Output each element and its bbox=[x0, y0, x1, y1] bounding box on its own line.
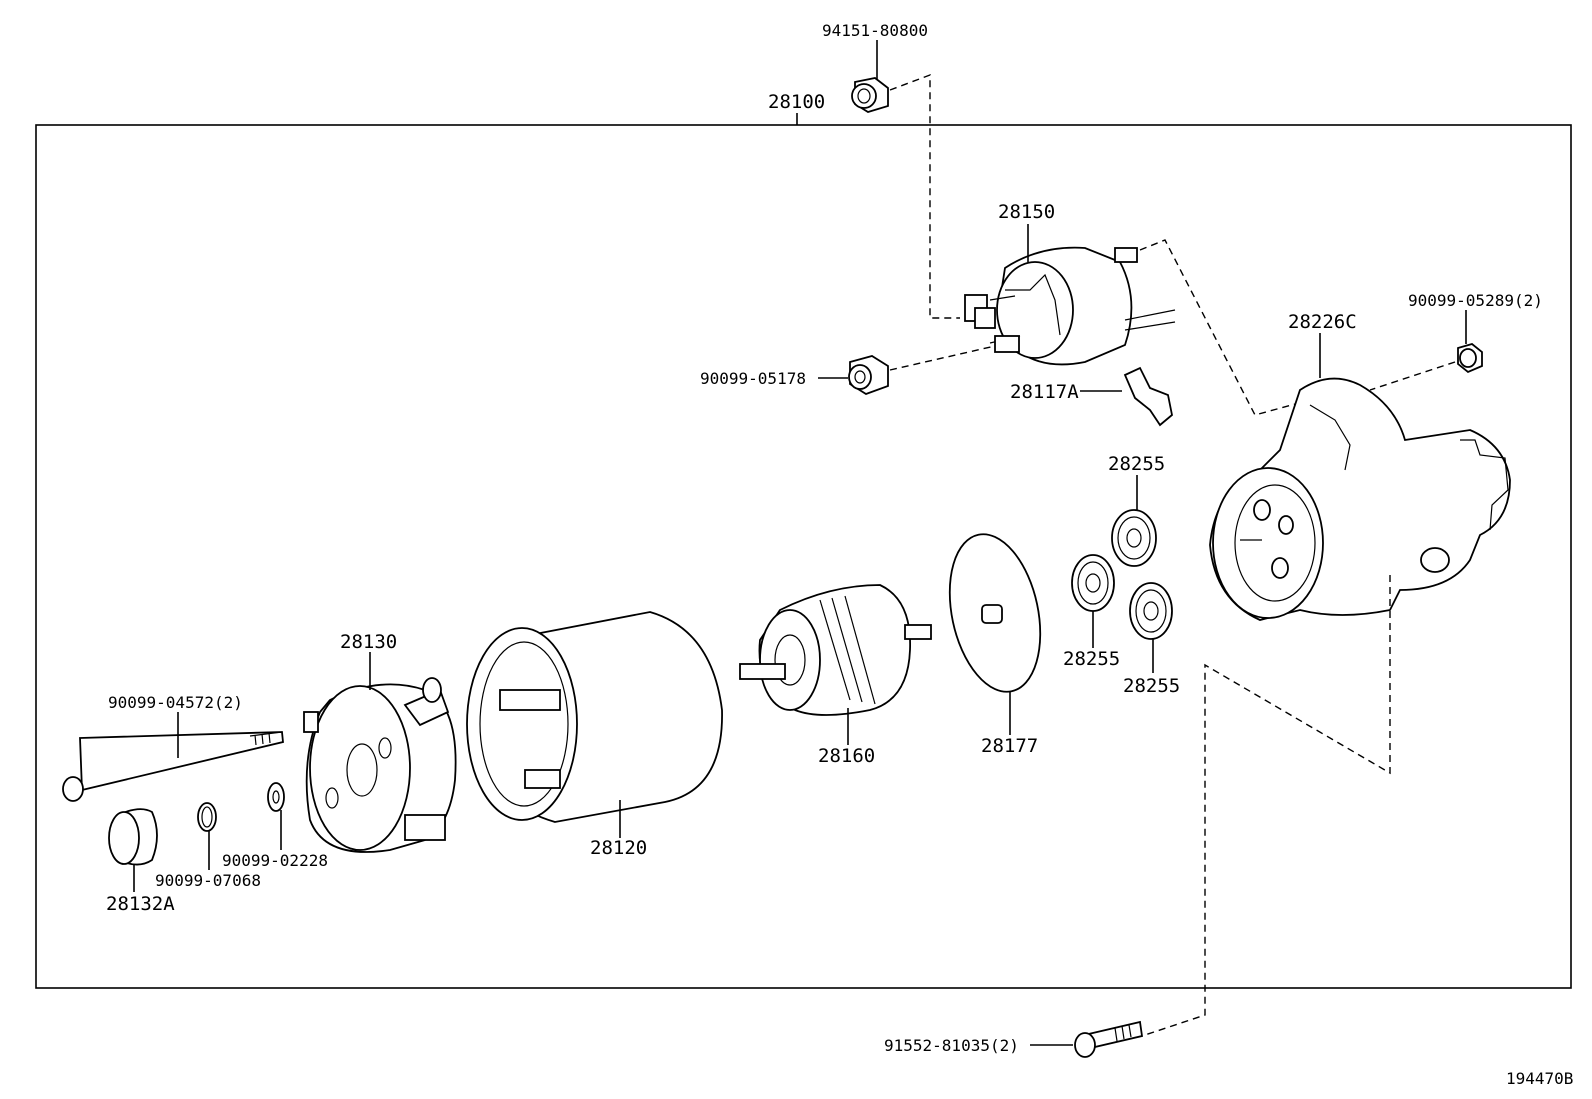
nut-90099-05289[interactable] bbox=[1457, 343, 1483, 374]
label-28177: 28177 bbox=[981, 735, 1038, 757]
yoke-28120[interactable] bbox=[466, 611, 723, 823]
armature-28160[interactable] bbox=[739, 584, 932, 716]
label-28130: 28130 bbox=[340, 631, 397, 653]
label-91552-81035: 91552-81035(2) bbox=[884, 1036, 1019, 1055]
gear-28255-left[interactable] bbox=[1071, 554, 1115, 612]
label-90099-07068: 90099-07068 bbox=[155, 871, 261, 890]
solenoid-28150[interactable] bbox=[964, 246, 1176, 366]
label-94151-80800: 94151-80800 bbox=[822, 21, 928, 40]
label-28100: 28100 bbox=[768, 91, 825, 113]
label-28255-right: 28255 bbox=[1123, 675, 1180, 697]
gear-28255-right[interactable] bbox=[1129, 582, 1173, 640]
reference-code: 194470B bbox=[1506, 1069, 1573, 1088]
end-frame-28130[interactable] bbox=[303, 677, 457, 853]
label-28120: 28120 bbox=[590, 837, 647, 859]
label-28226C: 28226C bbox=[1288, 311, 1357, 333]
housing-28226C[interactable] bbox=[1209, 377, 1511, 621]
label-28255-left: 28255 bbox=[1063, 648, 1120, 670]
assembly-frame bbox=[35, 124, 1572, 989]
bolt-90099-04572[interactable] bbox=[62, 731, 284, 802]
label-28160: 28160 bbox=[818, 745, 875, 767]
label-90099-05289: 90099-05289(2) bbox=[1408, 291, 1543, 310]
label-28255-top: 28255 bbox=[1108, 453, 1165, 475]
lever-28117A[interactable] bbox=[1123, 366, 1173, 427]
label-90099-04572: 90099-04572(2) bbox=[108, 693, 243, 712]
nut-94151-80800[interactable] bbox=[851, 77, 889, 113]
label-90099-05178: 90099-05178 bbox=[700, 369, 806, 388]
label-28117A: 28117A bbox=[1010, 381, 1079, 403]
washer-90099-02228[interactable] bbox=[267, 782, 285, 812]
bolt-91552-81035[interactable] bbox=[1074, 1020, 1144, 1058]
cap-28132A[interactable] bbox=[108, 808, 158, 866]
ring-90099-07068[interactable] bbox=[197, 802, 217, 832]
gear-28255-top[interactable] bbox=[1111, 509, 1157, 567]
nut-90099-05178[interactable] bbox=[848, 355, 889, 395]
label-90099-02228: 90099-02228 bbox=[222, 851, 328, 870]
label-28150: 28150 bbox=[998, 201, 1055, 223]
label-28132A: 28132A bbox=[106, 893, 175, 915]
plate-28177[interactable] bbox=[936, 526, 1053, 700]
